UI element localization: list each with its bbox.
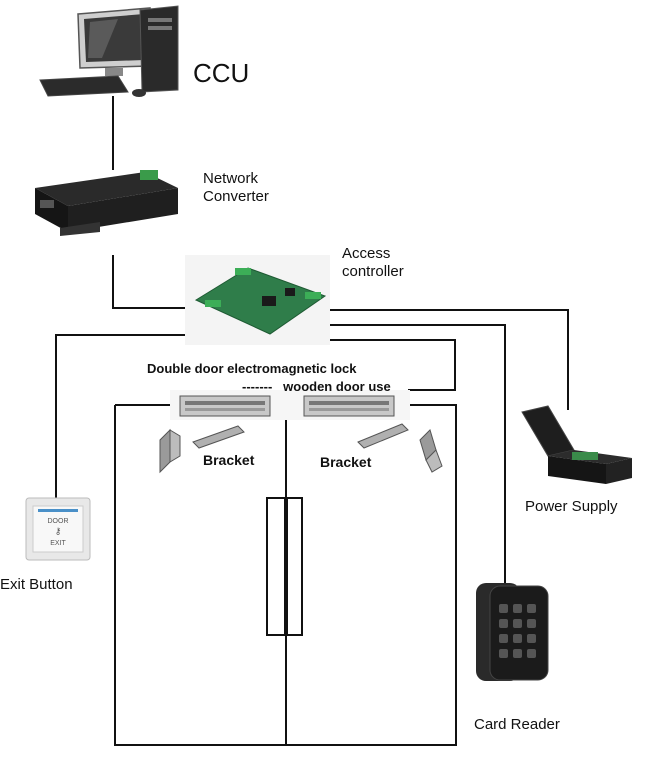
key-0 xyxy=(513,649,522,658)
monitor-stand xyxy=(105,68,123,76)
ps-body-side xyxy=(606,458,632,484)
lock-subtitle-label: ------- wooden door use xyxy=(242,379,391,394)
key-6 xyxy=(527,619,536,628)
wiring xyxy=(55,96,569,583)
card-reader-label: Card Reader xyxy=(474,716,560,733)
network-converter-label-line2: Converter xyxy=(203,188,269,205)
lock-left-strip-2 xyxy=(185,408,265,411)
computer-icon xyxy=(39,5,179,97)
door-handle-right xyxy=(286,497,303,636)
wire-converter-to-controller xyxy=(112,255,190,309)
chip xyxy=(262,296,276,306)
power-supply-label: Power Supply xyxy=(525,498,618,515)
wire-controller-to-lock xyxy=(330,339,456,391)
lock-right-strip xyxy=(309,401,389,405)
wire-controller-to-card-reader xyxy=(330,324,506,583)
key-1 xyxy=(499,604,508,613)
electromagnetic-lock xyxy=(170,390,410,420)
card-reader-icon xyxy=(476,583,549,681)
ps-board xyxy=(572,452,598,460)
bracket-bar-left xyxy=(192,425,245,449)
access-controller-label-line2: controller xyxy=(342,263,404,280)
exit-button-label: Exit Button xyxy=(0,576,73,593)
reader-front xyxy=(489,585,549,681)
lock-title-label: Double door electromagnetic lock xyxy=(147,361,357,376)
network-converter-label-line1: Network xyxy=(203,170,259,187)
power-supply-icon xyxy=(521,405,632,484)
lock-left-strip xyxy=(185,401,265,405)
wire-controller-to-power-supply xyxy=(330,309,569,410)
lock-right-strip-2 xyxy=(309,408,389,411)
brackets xyxy=(159,423,443,474)
double-door xyxy=(114,400,457,746)
exit-face xyxy=(32,505,84,553)
key-8 xyxy=(513,634,522,643)
bracket-right-label: Bracket xyxy=(320,454,372,470)
ps-lid xyxy=(521,405,575,457)
exit-face-exit-text: EXIT xyxy=(50,540,66,547)
key-7 xyxy=(499,634,508,643)
door-handle-left xyxy=(266,497,286,636)
converter-port xyxy=(40,200,54,208)
ccu-label: CCU xyxy=(193,58,250,88)
keypad xyxy=(499,604,536,658)
key-star xyxy=(499,649,508,658)
ps-body-front xyxy=(548,456,606,484)
lock-right xyxy=(303,395,395,417)
key-9 xyxy=(527,634,536,643)
monitor-screen-glare xyxy=(88,19,118,58)
converter-terminal xyxy=(140,170,158,180)
converter-top xyxy=(35,172,178,206)
key-4 xyxy=(499,619,508,628)
access-controller-label-line1: Access xyxy=(342,245,391,262)
chip-2 xyxy=(285,288,295,296)
bracket-l-left-foot xyxy=(169,429,181,463)
key-icon: ⚷ xyxy=(55,527,62,537)
exit-button-device: DOOR ⚷ EXIT xyxy=(25,497,91,561)
bracket-left-label: Bracket xyxy=(203,452,255,468)
converter-side xyxy=(68,188,178,232)
network-converter-icon xyxy=(35,170,178,236)
terminal-block-2 xyxy=(305,292,321,299)
bracket-l-right-foot xyxy=(425,449,443,473)
access-controller-board-icon xyxy=(185,255,330,345)
network-converter-label: Network Converter xyxy=(203,170,269,206)
key-2 xyxy=(513,604,522,613)
terminal-block-1 xyxy=(235,268,251,275)
bracket-bar-right xyxy=(357,423,409,449)
door-frame-outline xyxy=(114,404,457,746)
access-controller-label: Access controller xyxy=(342,245,404,281)
key-3 xyxy=(527,604,536,613)
tower-drive-2 xyxy=(148,26,172,30)
converter-front xyxy=(35,188,68,232)
exit-top-bar xyxy=(38,509,78,512)
bracket-l-left xyxy=(159,428,171,474)
key-5 xyxy=(513,619,522,628)
pcb xyxy=(194,267,327,335)
mouse xyxy=(132,89,146,97)
tower-drive xyxy=(148,18,172,22)
converter-mount xyxy=(60,222,100,236)
terminal-block-3 xyxy=(205,300,221,307)
key-hash xyxy=(527,649,536,658)
keyboard xyxy=(39,75,129,97)
lock-left xyxy=(179,395,271,417)
wire-controller-to-exit-button xyxy=(55,334,190,498)
exit-face-door-text: DOOR xyxy=(48,518,69,525)
